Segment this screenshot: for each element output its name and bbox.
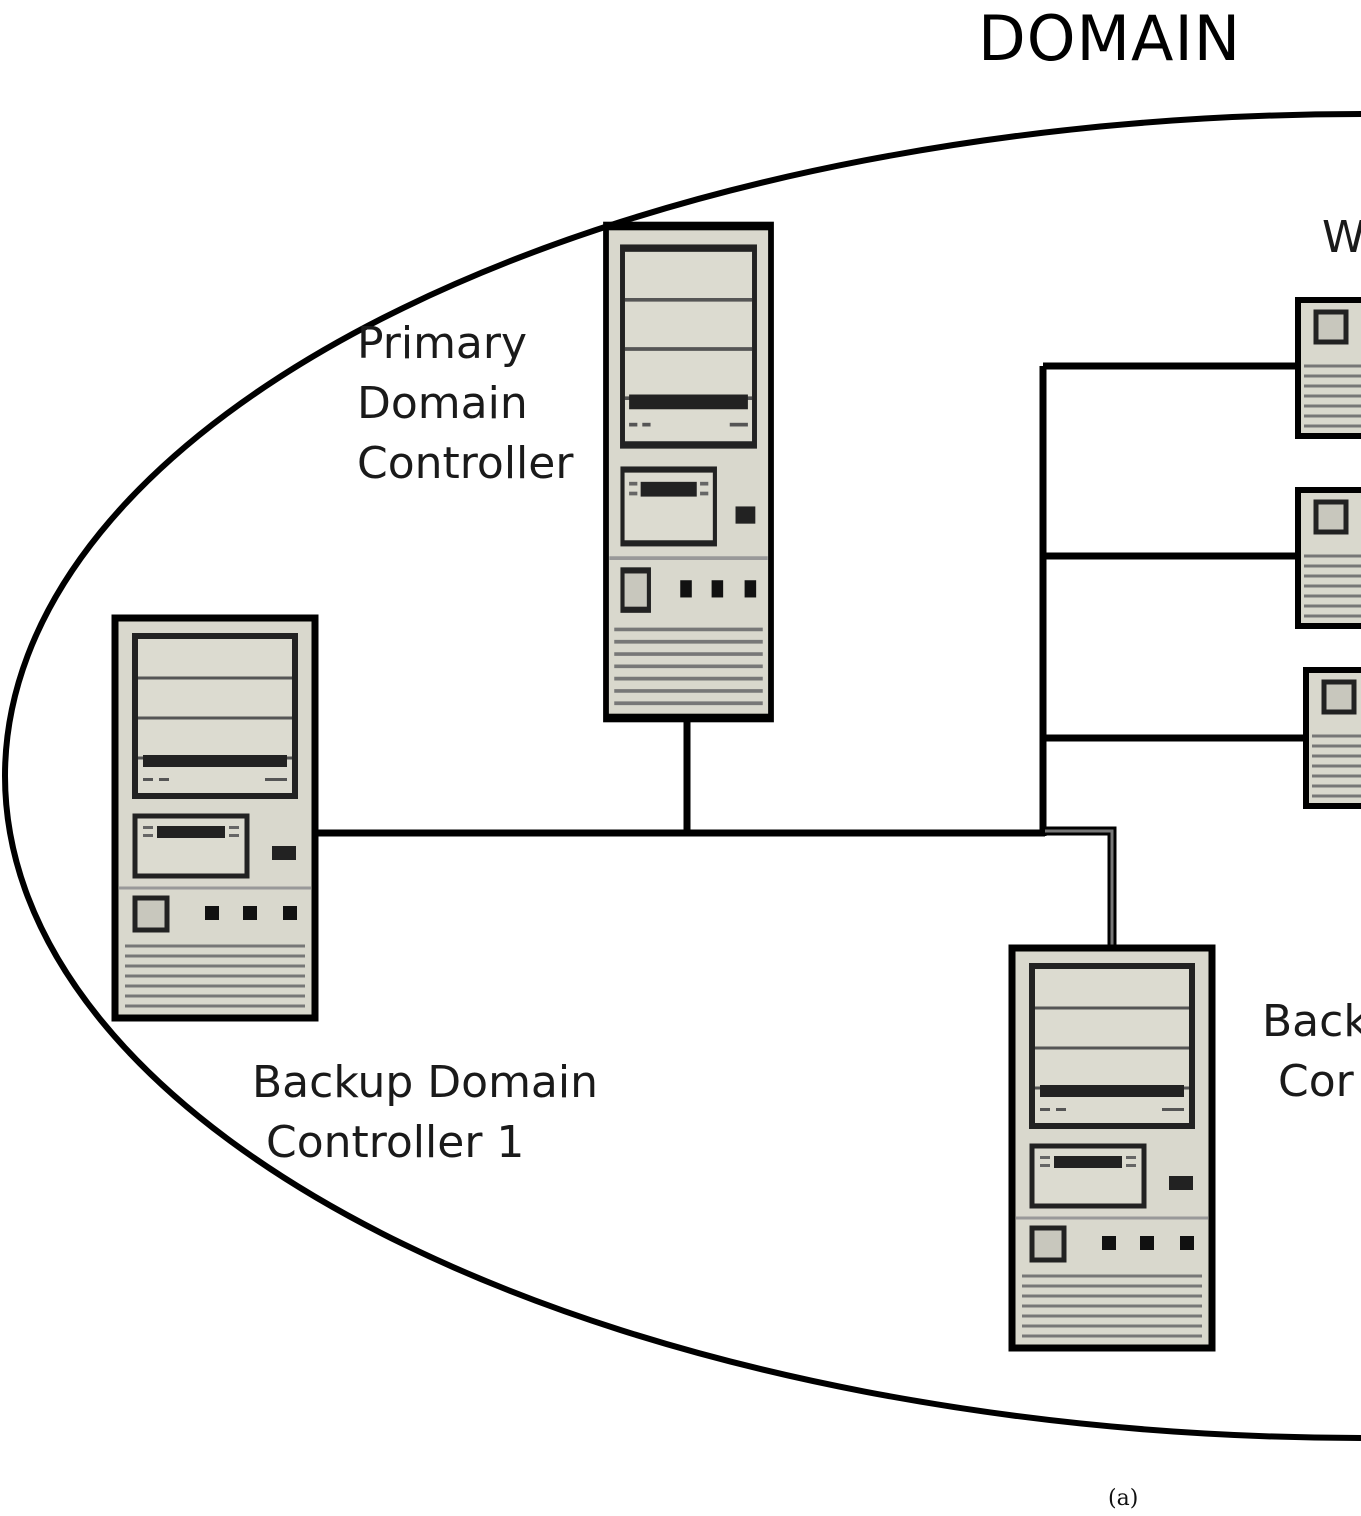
primary-domain-controller-server-icon [606, 226, 771, 718]
link-backup2 [1045, 826, 1117, 948]
workstation-icon [1298, 300, 1361, 436]
workstations-label: W [1322, 212, 1361, 263]
workstation-icon [1306, 670, 1361, 806]
backup-domain-controller-2-server-icon [1012, 948, 1212, 1348]
backup-domain-controller-1-server-icon [115, 618, 315, 1018]
workstation-icon [1298, 490, 1361, 626]
domain-boundary [2, 111, 1361, 1441]
figure-caption: (a) [1108, 1486, 1139, 1511]
network-links [316, 362, 1308, 837]
backup-controller-1-label: Backup Domain Controller 1 [252, 1057, 599, 1168]
diagram-title: DOMAIN [978, 2, 1242, 75]
